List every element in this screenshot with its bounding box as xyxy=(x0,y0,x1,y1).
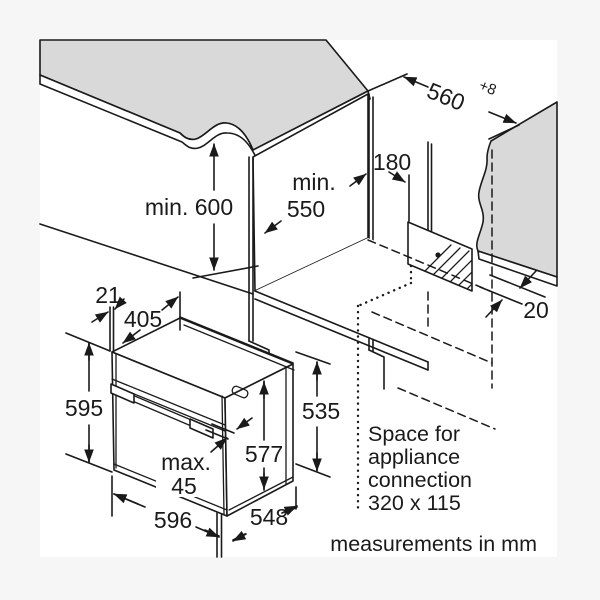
dimension-596 xyxy=(111,475,223,558)
note-line4: 320 x 115 xyxy=(368,491,461,515)
note-line1: Space for xyxy=(368,422,460,446)
oven-side-face xyxy=(224,363,294,517)
dim-596-label: 596 xyxy=(154,507,192,533)
max-label: max. xyxy=(161,449,211,475)
dim-535-label: 535 xyxy=(302,398,340,424)
door-latch-slot xyxy=(231,385,249,399)
dimension-548 xyxy=(232,486,298,542)
min-600-label: min. 600 xyxy=(145,194,233,220)
dimension-min-600 xyxy=(192,143,259,279)
dim-405-label: 405 xyxy=(124,306,162,332)
dimension-535 xyxy=(295,351,331,478)
floor-guide-line xyxy=(39,223,254,295)
dimension-405 xyxy=(122,291,181,344)
footer-units-label: measurements in mm xyxy=(330,532,537,556)
dim-21-label: 21 xyxy=(95,282,121,308)
dimension-max-45 xyxy=(156,417,253,497)
dimension-20 xyxy=(479,270,546,318)
connection-note: Space for appliance connection 320 x 115 xyxy=(368,422,472,515)
min-550-label-line1: min. xyxy=(292,169,335,195)
dimension-21 xyxy=(91,296,127,352)
dim-180-label: 180 xyxy=(373,149,411,175)
hidden-edges-dashed xyxy=(367,149,496,430)
dim-595-label: 595 xyxy=(65,395,103,421)
dim-20-label: 20 xyxy=(523,297,549,323)
dim-560-tolerance-label: +8 xyxy=(477,77,499,99)
dimension-min-550 xyxy=(264,220,282,234)
dimension-180 xyxy=(349,171,410,222)
dim-577-label: 577 xyxy=(245,441,283,467)
note-line2: appliance xyxy=(368,445,460,469)
oven-handle xyxy=(110,383,214,439)
projection-dotted-line xyxy=(356,264,413,514)
connection-point-dot xyxy=(435,252,441,258)
dimension-595 xyxy=(65,332,113,473)
dim-45-label: 45 xyxy=(171,473,197,499)
min-550-label-line2: 550 xyxy=(287,196,325,222)
note-line3: connection xyxy=(368,468,472,492)
right-panel xyxy=(476,101,558,287)
dim-548-label: 548 xyxy=(250,504,288,530)
dimension-560 xyxy=(367,73,520,140)
